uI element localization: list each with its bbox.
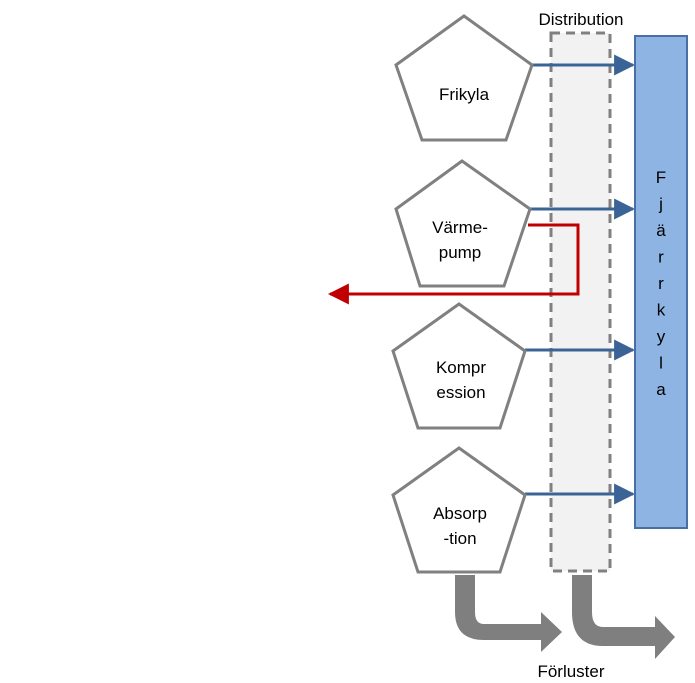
loss-arrow-sources <box>455 575 562 652</box>
source-label-frikyla: Frikyla <box>439 85 490 104</box>
distribution-box <box>549 31 612 573</box>
pentagon-kompression <box>391 302 527 430</box>
source-label-kompression-line2: ession <box>436 383 485 402</box>
heat-output-arrow <box>327 223 580 305</box>
source-label-kompression-line1: Kompr <box>436 358 486 377</box>
source-label-absorption-line1: Absorp <box>433 504 487 523</box>
source-label-varmepump-line2: pump <box>439 243 482 262</box>
pentagon-varmepump <box>394 159 532 288</box>
loss-arrow-distribution <box>572 575 675 659</box>
district-cooling-bar <box>634 35 688 529</box>
source-label-varmepump-line1: Värme- <box>432 218 488 237</box>
pentagon-absorption <box>391 446 527 574</box>
source-label-absorption-line2: -tion <box>443 529 476 548</box>
losses-label: Förluster <box>537 662 604 681</box>
distribution-label: Distribution <box>538 10 623 29</box>
pentagon-frikyla <box>394 14 534 142</box>
